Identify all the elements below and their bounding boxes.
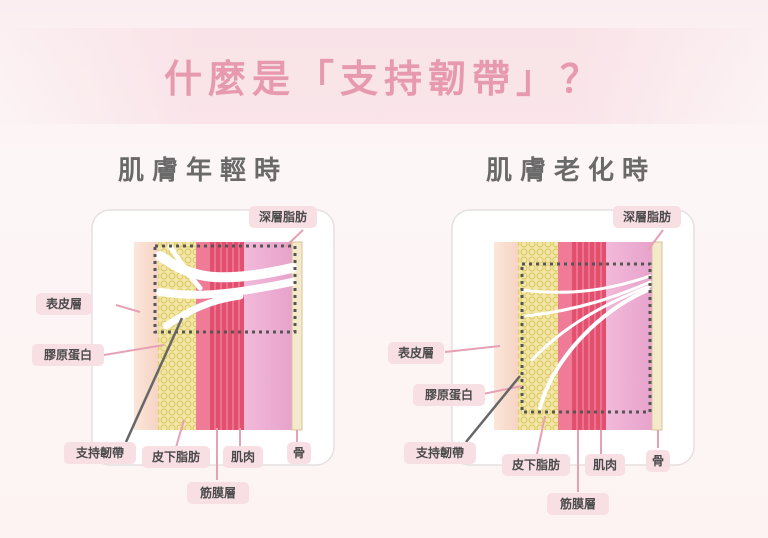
ligament-aged	[520, 274, 652, 410]
svg-text:膠原蛋白: 膠原蛋白	[44, 347, 92, 362]
label-epidermis: 表皮層	[388, 342, 444, 364]
svg-text:深層脂肪: 深層脂肪	[623, 209, 671, 224]
label-subq-fat: 皮下脂肪	[502, 454, 570, 476]
svg-text:支持韌帶: 支持韌帶	[75, 445, 124, 460]
svg-text:骨: 骨	[293, 446, 305, 460]
muscle-layer	[210, 242, 244, 430]
panel-aged	[444, 209, 695, 492]
focus-box	[520, 262, 652, 414]
label-deep-fat: 深層脂肪	[613, 206, 681, 228]
panel-heading-young: 肌膚年輕時	[118, 156, 289, 186]
label-bone: 骨	[646, 450, 670, 472]
page-title: 什麼是「支持韌帶」？	[163, 56, 604, 101]
label-fascia: 筋膜層	[547, 493, 609, 515]
label-deep-fat: 深層脂肪	[249, 206, 317, 228]
svg-text:筋膜層: 筋膜層	[199, 485, 236, 500]
svg-text:膠原蛋白: 膠原蛋白	[425, 387, 473, 402]
svg-text:皮下脂肪: 皮下脂肪	[511, 457, 560, 472]
label-bone: 骨	[287, 442, 311, 464]
label-muscle: 肌肉	[585, 454, 625, 476]
svg-text:骨: 骨	[652, 454, 664, 468]
title-band	[0, 28, 768, 124]
label-muscle: 肌肉	[223, 446, 263, 468]
label-epidermis: 表皮層	[36, 293, 92, 315]
label-ligament: 支持韌帶	[64, 442, 136, 464]
label-subq-fat: 皮下脂肪	[142, 446, 210, 468]
deep-fat-layer	[606, 242, 652, 430]
label-collagen: 膠原蛋白	[413, 384, 485, 406]
svg-text:支持韌帶: 支持韌帶	[415, 445, 464, 460]
epidermis-layer	[494, 242, 518, 430]
muscle-layer	[572, 242, 606, 430]
svg-text:深層脂肪: 深層脂肪	[259, 209, 307, 224]
focus-box	[153, 244, 297, 334]
label-fascia: 筋膜層	[187, 482, 249, 504]
label-ligament: 支持韌帶	[404, 442, 476, 464]
svg-text:表皮層: 表皮層	[397, 345, 434, 360]
bone-layer	[651, 241, 663, 431]
panel-young	[91, 209, 335, 480]
panel-heading-aged: 肌膚老化時	[486, 156, 657, 186]
label-collagen: 膠原蛋白	[32, 344, 104, 366]
svg-text:表皮層: 表皮層	[45, 296, 82, 311]
fascia-layer	[558, 242, 572, 430]
ligament-young	[155, 243, 297, 330]
svg-text:皮下脂肪: 皮下脂肪	[151, 449, 200, 464]
svg-text:肌肉: 肌肉	[592, 457, 617, 472]
svg-text:肌肉: 肌肉	[230, 449, 255, 464]
svg-text:筋膜層: 筋膜層	[559, 496, 596, 511]
subq-fat-layer	[518, 242, 558, 430]
